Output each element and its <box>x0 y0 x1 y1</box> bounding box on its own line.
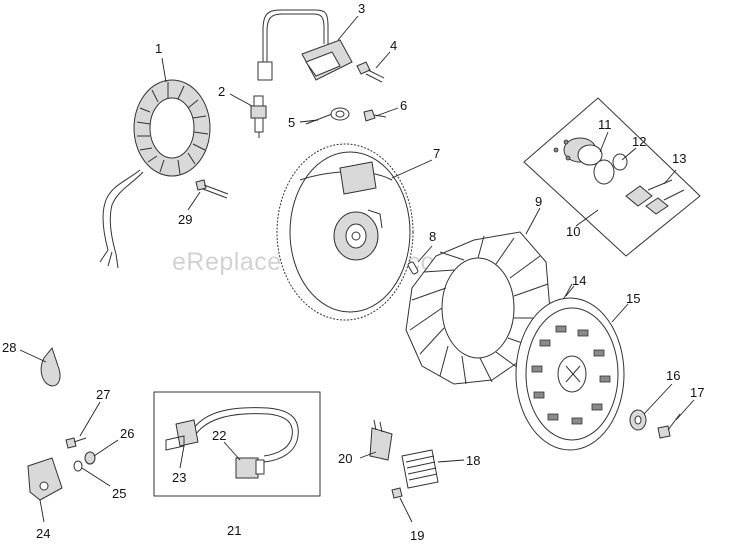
part-18-rectifier <box>401 449 439 489</box>
label-24: 24 <box>36 526 50 541</box>
part-7-flywheel <box>276 143 414 321</box>
part-4-screw <box>356 61 385 83</box>
label-5: 5 <box>288 115 295 130</box>
part-22-connector <box>235 457 265 479</box>
part-9-cooling-fan <box>405 231 551 385</box>
label-22: 22 <box>212 428 226 443</box>
label-12: 12 <box>632 134 646 149</box>
part-10-key-switch-assembly <box>523 97 701 257</box>
part-15-rotating-screen <box>515 297 625 451</box>
label-14: 14 <box>572 273 586 288</box>
label-26: 26 <box>120 426 134 441</box>
part-19-screw <box>391 487 403 499</box>
part-17-bolt <box>657 413 681 439</box>
leader-lines <box>19 15 695 523</box>
label-18: 18 <box>466 453 480 468</box>
label-10: 10 <box>566 224 580 239</box>
part-28-clamp <box>40 346 61 387</box>
label-9: 9 <box>535 194 542 209</box>
label-23: 23 <box>172 470 186 485</box>
label-11: 11 <box>598 117 612 132</box>
label-21: 21 <box>227 523 241 538</box>
part-6-screw <box>363 109 387 122</box>
label-7: 7 <box>433 146 440 161</box>
part-11-ignition-switch <box>553 137 603 166</box>
part-labels: 1 2 3 4 5 6 7 8 9 10 11 12 13 14 15 16 1… <box>2 1 704 543</box>
part-20-bracket <box>369 419 393 461</box>
part-5-clip <box>305 107 350 125</box>
label-20: 20 <box>338 451 352 466</box>
part-12-nut <box>593 153 628 185</box>
part-26-nut <box>84 451 96 465</box>
part-8-key <box>407 261 419 275</box>
part-1-stator <box>99 79 211 269</box>
label-19: 19 <box>410 528 424 543</box>
label-15: 15 <box>626 291 640 306</box>
part-27-screw <box>65 437 87 449</box>
label-16: 16 <box>666 368 680 383</box>
part-23-terminal <box>165 419 199 451</box>
label-13: 13 <box>672 151 686 166</box>
label-17: 17 <box>690 385 704 400</box>
part-16-washer <box>629 409 647 431</box>
label-1: 1 <box>155 41 162 56</box>
label-4: 4 <box>390 38 397 53</box>
part-13-keys <box>625 179 685 215</box>
label-29: 29 <box>178 212 192 227</box>
part-3-ignition-coil <box>257 9 353 81</box>
label-28: 28 <box>2 340 16 355</box>
label-2: 2 <box>218 84 225 99</box>
part-21-wire-harness-assembly <box>153 391 321 497</box>
label-6: 6 <box>400 98 407 113</box>
label-8: 8 <box>429 229 436 244</box>
label-25: 25 <box>112 486 126 501</box>
part-24-mounting-bracket <box>27 457 63 501</box>
label-27: 27 <box>96 387 110 402</box>
part-29-bolt <box>195 179 229 199</box>
part-2-spark-plug <box>250 95 267 138</box>
label-3: 3 <box>358 1 365 16</box>
part-25-washer <box>73 460 83 472</box>
